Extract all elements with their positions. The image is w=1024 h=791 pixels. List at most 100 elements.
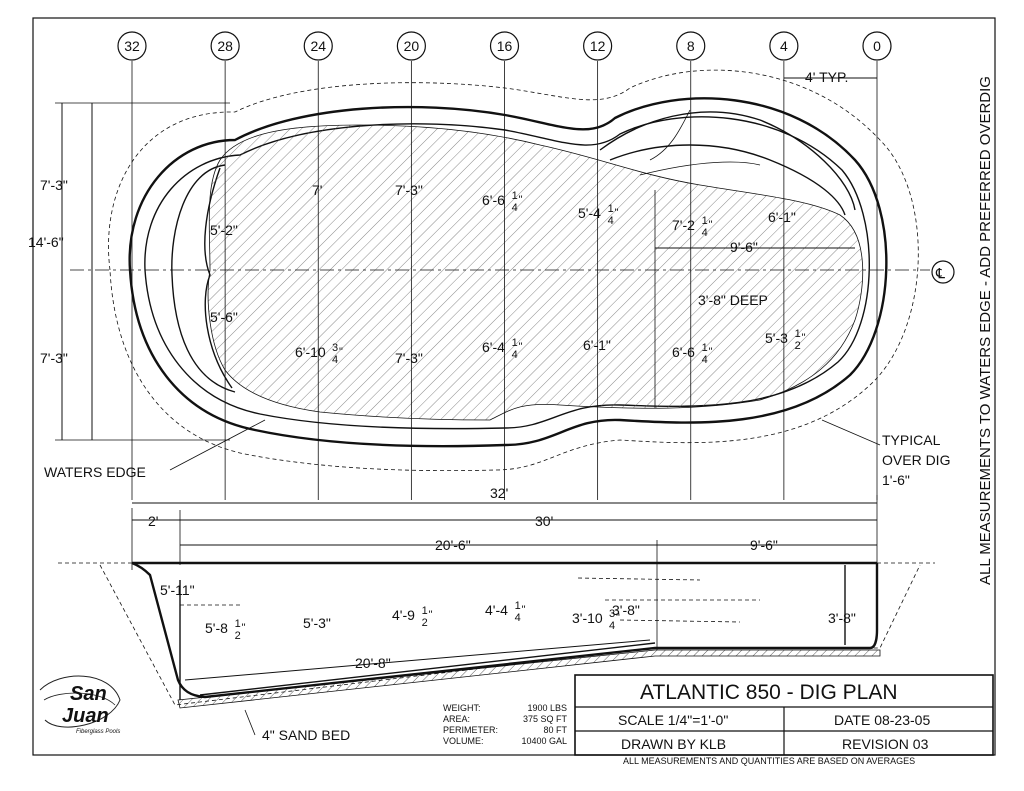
revision-text: REVISION 03 (842, 736, 929, 752)
lower-width-label: 5'-6" (210, 309, 238, 325)
over-dig-label-2: OVER DIG (882, 452, 950, 468)
station-number: 12 (590, 38, 606, 54)
station-number: 20 (404, 38, 420, 54)
profile-depth-label-inch-mark: " (242, 622, 246, 634)
waters-edge-leader (169, 419, 266, 471)
pool-profile-shell (131, 561, 879, 699)
profile-depth-label: 5'-8 (205, 620, 228, 636)
upper-width-label: 6'-6 (482, 192, 505, 208)
lower-width-label-fraction: 3 (332, 342, 338, 354)
lower-width-label: 6'-1" (583, 337, 611, 353)
profile-depth-label-fraction-denominator: 2 (235, 630, 241, 642)
lower-width-label-inch-mark: " (519, 341, 523, 353)
typ-spacing-label: 4' TYP. (805, 69, 848, 85)
profile-depth-label-fraction: 1 (515, 600, 521, 612)
lower-width-label-fraction: 1 (795, 328, 801, 340)
spec-label: AREA: (443, 714, 470, 724)
upper-width-label: 7' (312, 182, 322, 198)
lower-width-label-fraction: 1 (702, 342, 708, 354)
waters-edge-length-label: 30' (535, 513, 553, 529)
pool-profile-inner (179, 565, 846, 700)
half-width-bottom-label: 7'-3" (40, 350, 68, 366)
shelf-dashes (577, 577, 760, 623)
pool-outer-edge (128, 97, 888, 448)
lower-width-label: 7'-3" (395, 350, 423, 366)
upper-width-label-fraction-denominator: 4 (608, 215, 614, 227)
lower-width-label: 5'-3 (765, 330, 788, 346)
upper-width-label-inch-mark: " (519, 194, 523, 206)
profile-depth-label: 5'-3" (303, 615, 331, 631)
spec-label: VOLUME: (443, 736, 484, 746)
upper-width-label-fraction: 1 (512, 190, 518, 202)
lower-width-label-fraction-denominator: 4 (512, 349, 518, 361)
station-bubble (862, 31, 892, 61)
station-bubble (396, 31, 426, 61)
profile-depth-label-inch-mark: " (429, 609, 433, 621)
slope-length-dim (184, 639, 651, 681)
sheet-border (32, 17, 996, 756)
logo-line2: Juan (62, 705, 109, 727)
station-bubble (303, 31, 333, 61)
deep-length-label: 20'-6" (435, 537, 471, 553)
station-bubble (769, 31, 799, 61)
upper-width-label-fraction-denominator: 4 (512, 202, 518, 214)
half-width-top-label: 7'-3" (40, 177, 68, 193)
lower-width-label-inch-mark: " (802, 332, 806, 344)
floor-outline (207, 124, 864, 421)
scale-text: SCALE 1/4"=1'-0" (618, 712, 728, 728)
profile-depth-label: 4'-9 (392, 607, 415, 623)
sand-bed-label: 4" SAND BED (262, 727, 350, 743)
station-bubble (489, 31, 520, 61)
left-offset-label: 2' (148, 513, 158, 529)
upper-width-label-fraction-denominator: 4 (702, 227, 708, 239)
spec-value: 10400 GAL (521, 736, 567, 746)
upper-width-label-fraction: 1 (702, 215, 708, 227)
upper-width-label-inch-mark: " (615, 207, 619, 219)
san-juan-logo: San Juan Fiberglass Pools (39, 675, 121, 735)
station-bubble (676, 31, 706, 61)
upper-width-label-inch-mark: " (709, 219, 713, 231)
lower-width-label-inch-mark: " (709, 346, 713, 358)
left-bench-outer (171, 164, 236, 393)
upper-width-label: 7'-3" (395, 182, 423, 198)
lower-width-label-inch-mark: " (339, 346, 343, 358)
profile-depth-label-fraction: 3 (609, 608, 615, 620)
over-dig-outline (108, 69, 919, 472)
right-step-4 (649, 109, 691, 161)
station-number: 8 (687, 38, 695, 54)
upper-width-label: 5'-2" (210, 222, 238, 238)
profile-depth-label-fraction: 1 (235, 618, 241, 630)
station-bubble (117, 31, 147, 61)
station-number: 32 (124, 38, 140, 54)
sand-bed-leader (244, 709, 256, 736)
title-text: ATLANTIC 850 - DIG PLAN (640, 681, 898, 704)
lower-width-label-fraction: 1 (512, 337, 518, 349)
profile-depth-label-fraction-denominator: 4 (609, 620, 615, 632)
profile-depth-label: 5'-11" (160, 582, 195, 598)
profile-depth-label-inch-mark: " (522, 604, 526, 616)
station-number: 4 (780, 38, 788, 54)
profile-depth-label-fraction-denominator: 4 (515, 612, 521, 624)
spec-value: 1900 LBS (527, 703, 567, 713)
upper-width-label: 7'-2 (672, 217, 695, 233)
lower-width-label: 6'-10 (295, 344, 326, 360)
station-number: 28 (217, 38, 233, 54)
waters-edge-label: WATERS EDGE (44, 464, 146, 480)
side-note: ALL MEASUREMENTS TO WATERS EDGE - ADD PR… (977, 76, 994, 585)
sand-bed (177, 649, 881, 709)
profile-depth-label: 3'-10 (572, 610, 603, 626)
logo-tagline: Fiberglass Pools (76, 729, 120, 735)
shallow-span-label: 9'-6" (730, 239, 758, 255)
upper-width-label: 6'-1" (768, 209, 796, 225)
station-number: 24 (310, 38, 326, 54)
station-bubble (210, 31, 240, 61)
upper-width-label-fraction: 1 (608, 203, 614, 215)
date-text: DATE 08-23-05 (834, 712, 930, 728)
footnote-text: ALL MEASUREMENTS AND QUANTITIES ARE BASE… (623, 756, 915, 766)
spec-label: WEIGHT: (443, 703, 481, 713)
centerline-symbol: ℄ (935, 265, 945, 281)
lower-width-label: 6'-6 (672, 344, 695, 360)
lower-width-label-fraction-denominator: 4 (332, 354, 338, 366)
